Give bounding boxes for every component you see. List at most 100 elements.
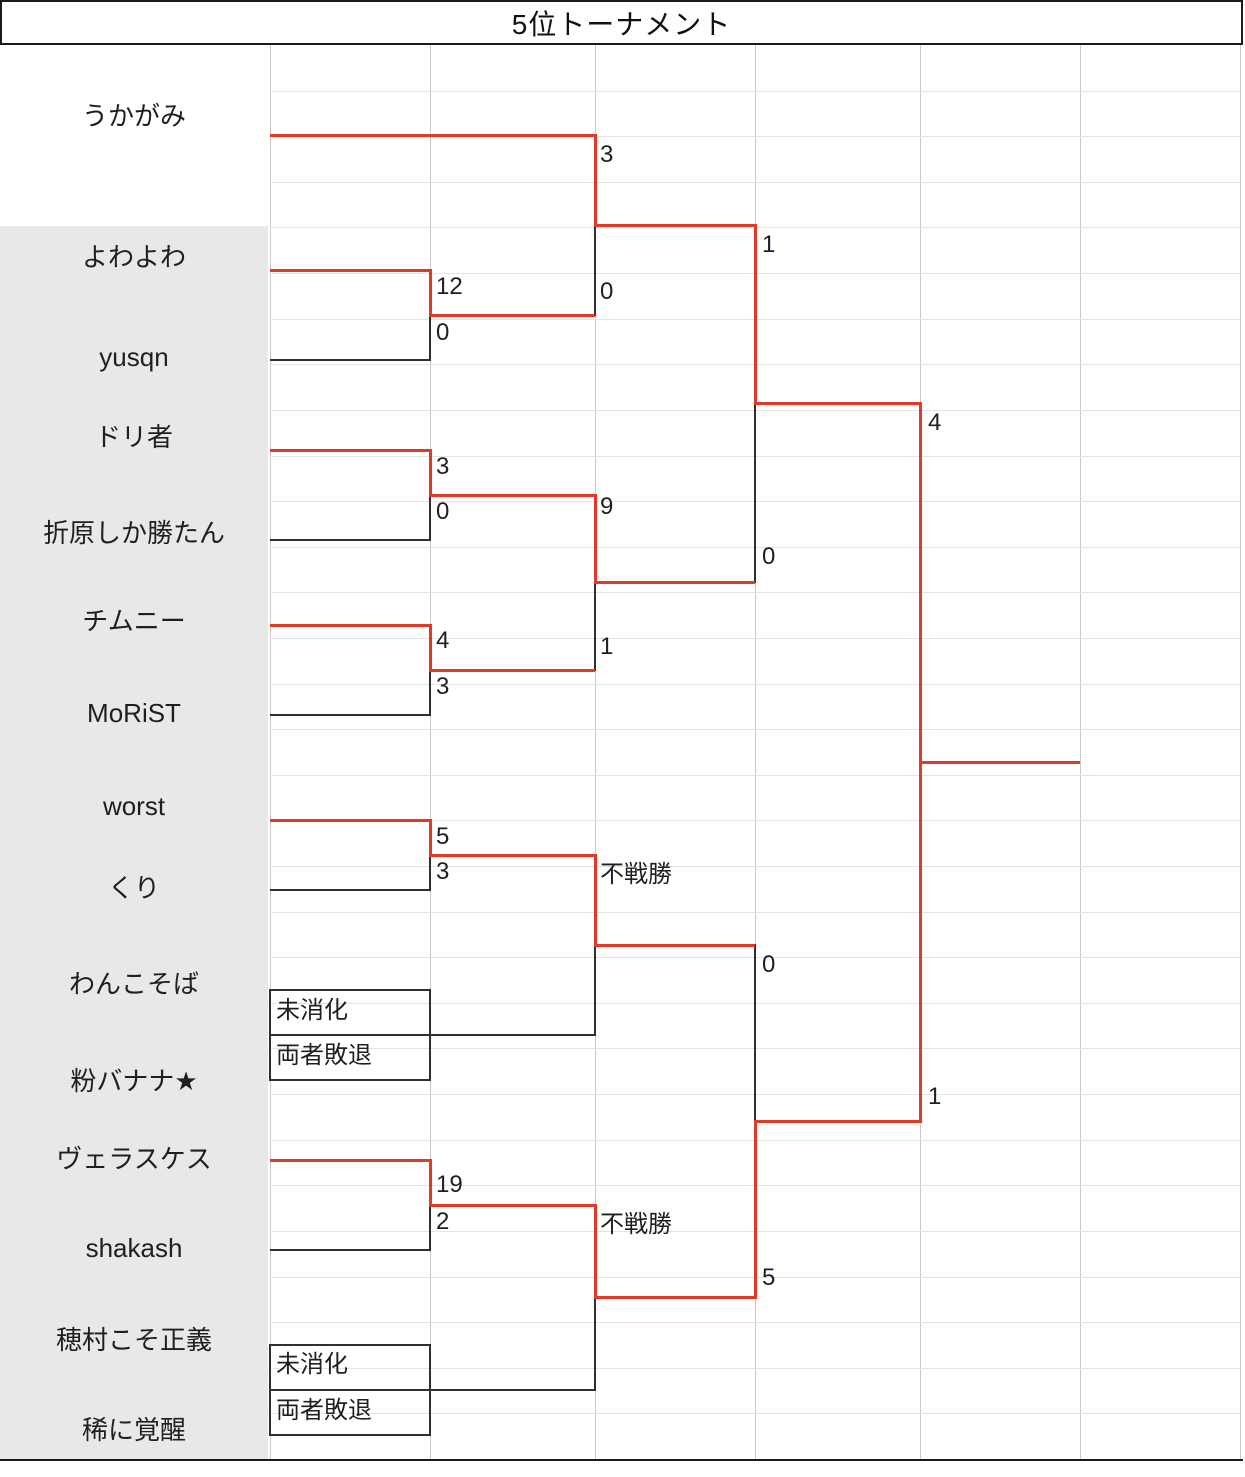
grid-line [270,182,1240,183]
bracket-line [270,539,430,541]
score-label: 3 [436,673,450,700]
winner-path-line [430,493,595,497]
winner-path-line [753,223,757,405]
player-name: MoRiST [87,698,181,728]
player-name: チムニー [82,606,186,636]
bracket-line [270,714,430,716]
score-label: 4 [436,627,450,654]
bracket-line [270,1034,595,1036]
grid-line [755,45,756,1459]
player-name: 折原しか勝たん [42,518,225,548]
score-label: 3 [436,453,450,480]
grid-line [595,45,596,1459]
score-label: 0 [762,951,776,978]
winner-path-line [270,448,430,452]
grid-line [270,775,1240,776]
status-label: 不戦勝 [600,861,672,888]
grid-line [430,45,431,1459]
bracket-line [429,314,431,361]
score-label: 0 [762,543,776,570]
winner-path-line [428,623,432,672]
bracket-line [270,989,430,991]
winner-path-line [428,448,432,497]
bracket-line [429,989,431,1081]
status-label: 不戦勝 [600,1211,672,1238]
winner-path-line [595,1295,755,1299]
winner-path-line [755,401,920,405]
score-label: 4 [928,409,942,436]
score-label: 0 [436,319,450,346]
grid-line [270,866,1240,867]
player-name: くり [107,873,160,903]
winner-path-line [595,223,755,227]
grid-line [270,1413,1240,1414]
bracket-line [594,1296,596,1391]
winner-path-line [270,133,595,137]
winner-path-line [595,943,755,947]
grid-line [1080,45,1081,1459]
winner-path-line [430,1203,595,1207]
status-label: 両者敗退 [276,1042,372,1069]
winner-path-line [270,268,430,272]
grid-line [270,592,1240,593]
bracket-line [429,1344,431,1436]
winner-path-line [593,1203,597,1299]
winner-path-line [428,1158,432,1207]
bracket-line [269,989,271,1081]
bracket-line [429,669,431,716]
bracket-line [270,359,430,361]
winner-path-line [593,493,597,584]
status-label: 未消化 [276,997,348,1024]
player-name: ヴェラスケス [56,1144,212,1174]
winner-path-line [430,853,595,857]
bracket-line [429,1204,431,1251]
winner-path-line [593,133,597,227]
score-label: 19 [436,1171,463,1198]
bracket-line [594,224,596,316]
player-name: わんこそば [68,969,199,999]
bracket-line [429,854,431,891]
score-label: 5 [762,1264,776,1291]
grid-line [270,136,1240,137]
bracket-line [594,581,596,671]
bracket-line [270,1079,430,1081]
bracket-line [270,889,430,891]
score-label: 1 [600,633,614,660]
status-label: 両者敗退 [276,1397,372,1424]
score-label: 3 [600,141,614,168]
winner-path-line [753,1119,757,1299]
player-name: 粉バナナ★ [70,1066,198,1096]
winner-path-line [593,853,597,947]
winner-path-line [428,268,432,317]
bracket-line [270,1249,430,1251]
score-label: 0 [600,278,614,305]
grid-line [270,729,1240,730]
bracket-line [594,944,596,1036]
title-row: 5位トーナメント [0,0,1243,45]
player-column-background [0,226,268,1460]
bracket-line [269,1344,271,1436]
winner-path-line [430,313,595,317]
score-label: 9 [600,493,614,520]
bracket-line [270,1344,430,1346]
grid-line [270,912,1240,913]
player-name: shakash [85,1233,183,1263]
grid-line [270,684,1240,685]
grid-line [270,820,1240,821]
grid-line [270,1368,1240,1369]
winner-path-line [270,623,430,627]
winner-path-line [428,818,432,857]
bracket-title: 5位トーナメント [511,8,732,40]
winner-path-line [920,760,1080,764]
player-name: よわよわ [81,242,186,272]
score-label: 5 [436,823,450,850]
bracket-line [754,402,756,583]
grid-line [270,1322,1240,1323]
sheet-bottom-border [0,1459,1243,1461]
grid-line [1240,45,1241,1459]
score-label: 1 [928,1083,942,1110]
bracket-line [270,1389,595,1391]
score-label: 12 [436,273,463,300]
score-label: 1 [762,231,776,258]
